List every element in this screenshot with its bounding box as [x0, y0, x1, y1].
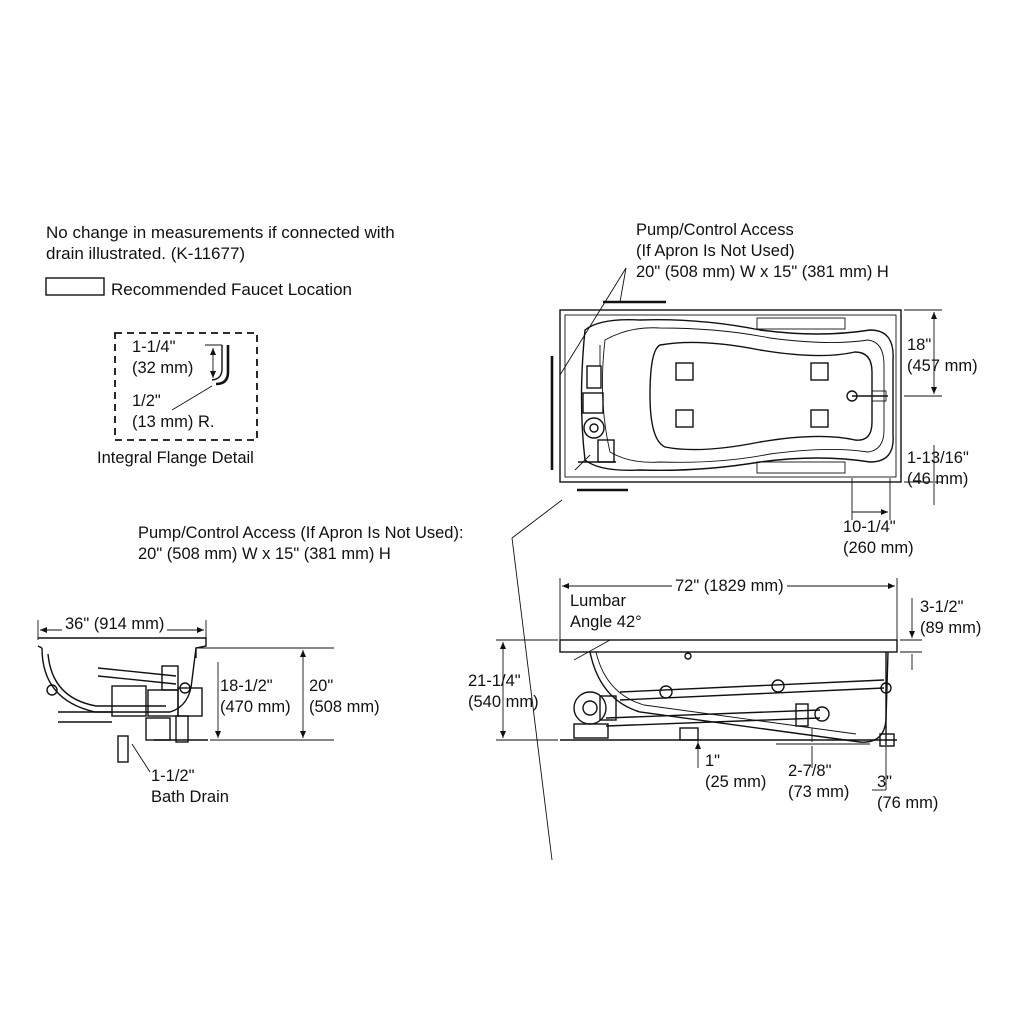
faucet-location-legend-box: [45, 277, 105, 296]
flange-detail-drawing: [114, 332, 258, 441]
plan-dim-rim: 1-13/16" (46 mm): [907, 449, 969, 488]
flange-caption: Integral Flange Detail: [97, 449, 254, 467]
access-leader-line: [511, 499, 563, 539]
end-drain-label: 1-1/2" Bath Drain: [151, 767, 229, 806]
drain-note: No change in measurements if connected w…: [46, 223, 395, 263]
faucet-legend-label: Recommended Faucet Location: [111, 280, 352, 299]
tub-plan-view: [550, 267, 942, 520]
side-dim-drain-height: 2-7/8" (73 mm): [788, 762, 850, 801]
side-dim-drain-end: 3" (76 mm): [877, 773, 939, 812]
flange-dim-top: 1-1/4" (32 mm): [132, 338, 194, 377]
side-dim-apron: 3-1/2" (89 mm): [920, 598, 982, 637]
end-dim-height-inner: 18-1/2" (470 mm): [220, 677, 291, 716]
plan-access-note: Pump/Control Access (If Apron Is Not Use…: [636, 221, 889, 281]
side-dim-base: 1" (25 mm): [705, 752, 767, 791]
tub-end-view: [37, 620, 334, 773]
plan-dim-depth: 18" (457 mm): [907, 336, 978, 375]
end-dim-height-outer: 20" (508 mm): [309, 677, 380, 716]
end-dim-width: 36" (914 mm): [62, 614, 168, 635]
side-dim-total-height: 21-1/4" (540 mm): [468, 672, 539, 711]
tub-side-view: [496, 578, 922, 791]
flange-dim-radius: 1/2" (13 mm) R.: [132, 392, 215, 431]
side-lumbar-angle: Lumbar Angle 42°: [570, 592, 642, 631]
side-dim-length: 72" (1829 mm): [672, 576, 787, 597]
plan-dim-drain-offset: 10-1/4" (260 mm): [843, 518, 914, 557]
middle-access-note: Pump/Control Access (If Apron Is Not Use…: [138, 524, 464, 563]
